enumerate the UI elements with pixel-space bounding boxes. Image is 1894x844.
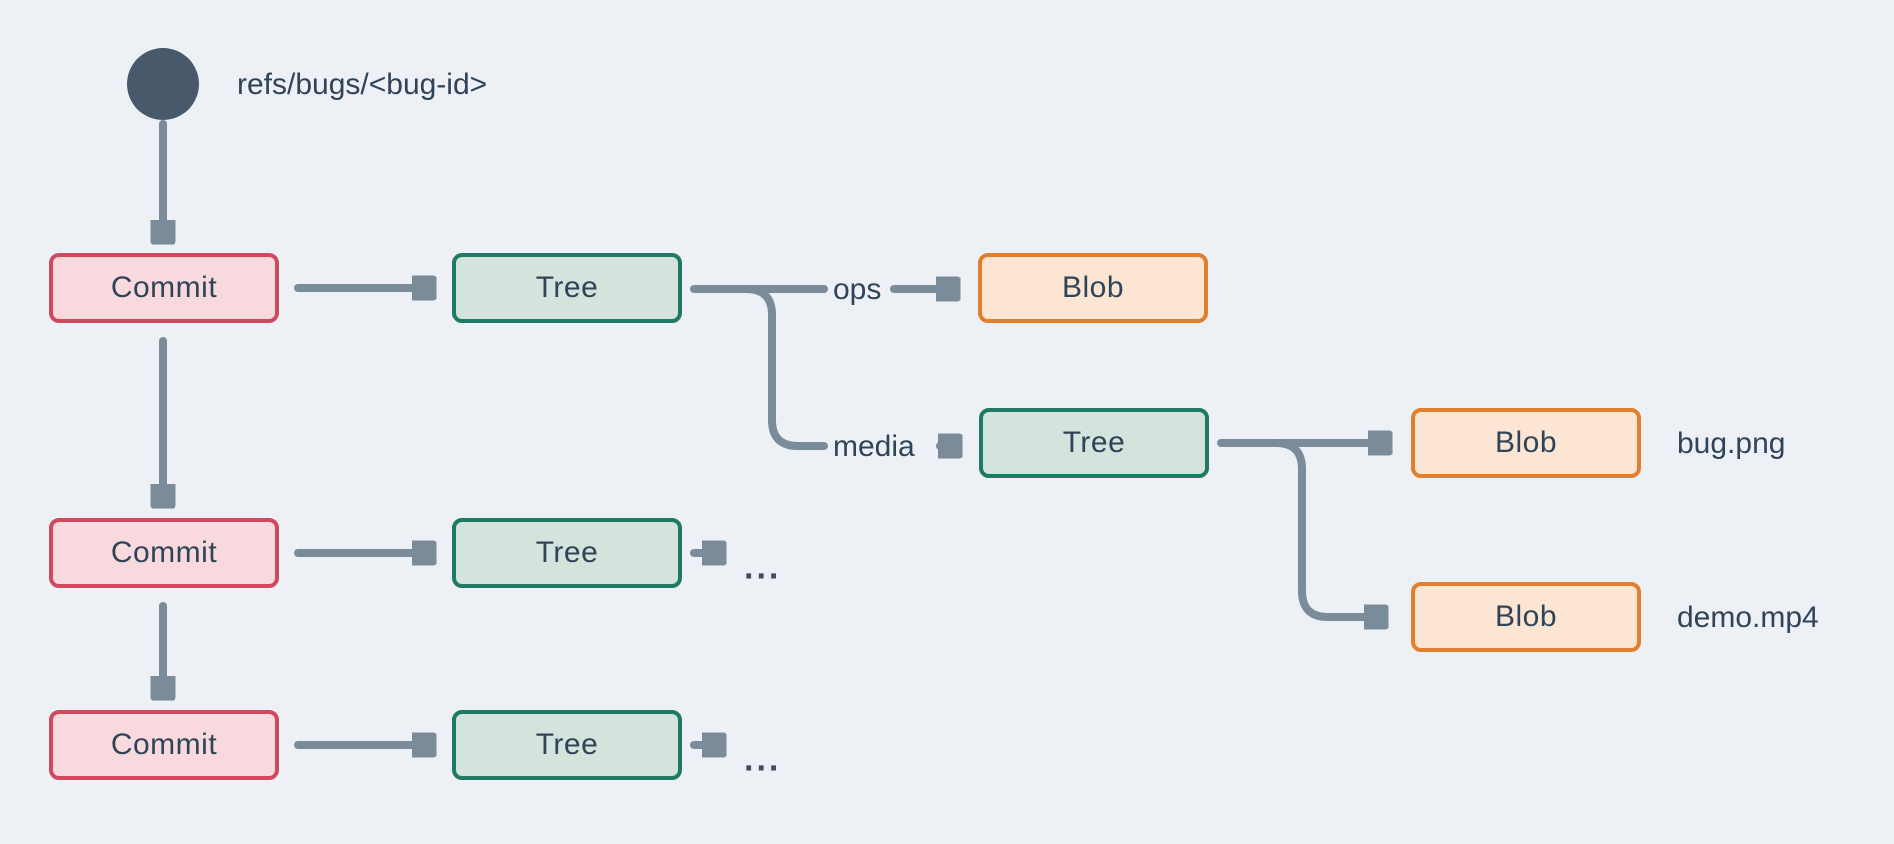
- node-blob-ops: Blob: [978, 253, 1208, 323]
- node-tree-root-label: Tree: [535, 271, 599, 304]
- node-commit-2-label: Commit: [110, 536, 218, 569]
- node-tree-row3: Tree: [452, 710, 682, 780]
- node-tree-root: Tree: [452, 253, 682, 323]
- node-tree-row3-label: Tree: [535, 728, 599, 761]
- node-blob-bug: Blob: [1411, 408, 1641, 478]
- node-blob-demo-label: Blob: [1494, 600, 1558, 633]
- node-commit-1-label: Commit: [110, 271, 218, 304]
- node-commit-1: Commit: [49, 253, 279, 323]
- ref-head-node: [127, 48, 199, 120]
- node-tree-row2: Tree: [452, 518, 682, 588]
- edge-label-media: media: [833, 430, 915, 463]
- edge-label-ops: ops: [833, 273, 882, 306]
- node-tree-media-label: Tree: [1062, 426, 1126, 459]
- node-blob-demo: Blob: [1411, 582, 1641, 652]
- edge-treemedia-to-blob-demo: [1272, 439, 1380, 617]
- ref-label: refs/bugs/<bug-id>: [237, 68, 488, 101]
- node-blob-bug-label: Blob: [1494, 426, 1558, 459]
- more-indicator-row2: ...: [744, 548, 782, 587]
- node-tree-row2-label: Tree: [535, 536, 599, 569]
- file-label-demo-mp4: demo.mp4: [1677, 601, 1819, 634]
- node-commit-3-label: Commit: [110, 728, 218, 761]
- node-blob-ops-label: Blob: [1061, 271, 1125, 304]
- more-indicator-row3: ...: [744, 740, 782, 779]
- edge-branch-to-media: [742, 285, 828, 450]
- node-commit-2: Commit: [49, 518, 279, 588]
- node-commit-3: Commit: [49, 710, 279, 780]
- file-label-bug-png: bug.png: [1677, 427, 1786, 460]
- node-tree-media: Tree: [979, 408, 1209, 478]
